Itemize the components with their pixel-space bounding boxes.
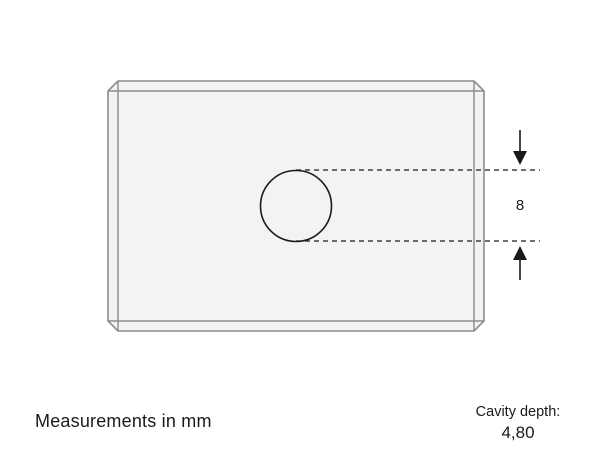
cavity-depth-value: 4,80 [501,423,535,442]
dimension-value: 8 [516,197,524,214]
arrow-down-icon [513,130,527,165]
cavity-depth-label: Cavity depth: [475,404,561,420]
plate-outline [107,80,485,332]
plate [107,80,485,332]
arrow-up-icon [513,246,527,280]
units-note: Measurements in mm [35,411,212,431]
